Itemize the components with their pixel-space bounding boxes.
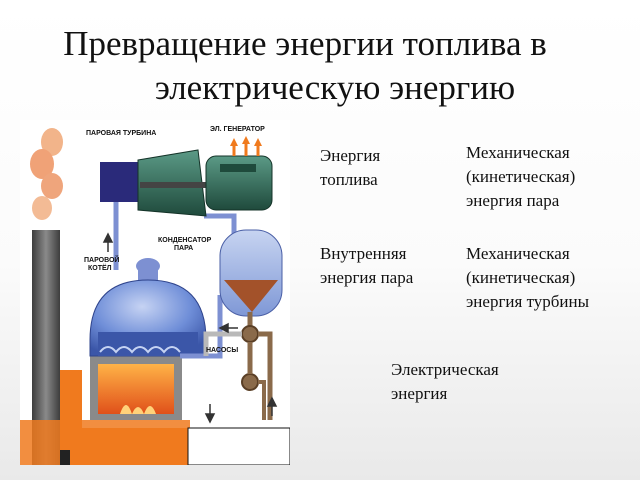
label-pumps: НАСОСЫ — [206, 347, 238, 354]
arrow-up-icon — [230, 136, 262, 146]
energy-turbine-mechanical-line-3: энергия турбины — [466, 292, 590, 311]
steam-condenser — [219, 229, 283, 330]
energy-steam-internal-line-1: Внутренняя — [320, 244, 407, 263]
title-line-1: Превращение энергии топлива в — [63, 24, 547, 63]
energy-steam-internal-line-2: энергия пара — [320, 268, 414, 287]
return-pipe — [203, 331, 242, 356]
smoke-plume — [30, 128, 63, 220]
energy-turbine-mechanical-line-2: (кинетическая) — [466, 268, 576, 287]
furnace-fire — [98, 364, 174, 414]
label-boiler-2: КОТЁЛ — [88, 264, 112, 272]
power-plant-diagram: ПАРОВАЯ ТУРБИНА ЭЛ. ГЕНЕРАТОР КОНДЕНСАТО… — [20, 120, 291, 466]
energy-electric: Электрическая энергия — [391, 358, 499, 406]
page-title: Превращение энергии топлива в электричес… — [0, 22, 640, 110]
energy-turbine-mechanical-line-1: Механическая — [466, 244, 570, 263]
electric-generator — [205, 136, 273, 211]
label-condenser-2: ПАРА — [174, 245, 193, 252]
steam-turbine — [100, 149, 230, 217]
pumps — [241, 325, 273, 420]
energy-steam-internal: Внутренняя энергия пара — [320, 242, 413, 290]
label-condenser-1: КОНДЕНСАТОР — [158, 237, 212, 244]
flow-arrows — [102, 232, 278, 424]
title-line-2: электрическую энергию — [154, 68, 516, 107]
energy-steam-mechanical: Механическая (кинетическая) энергия пара — [466, 141, 575, 213]
power-plant-illustration: ПАРОВАЯ ТУРБИНА ЭЛ. ГЕНЕРАТОР КОНДЕНСАТО… — [20, 120, 291, 466]
energy-electric-line-2: энергия — [391, 384, 448, 403]
steam-boiler — [89, 258, 207, 357]
energy-steam-mechanical-line-2: (кинетическая) — [466, 167, 576, 186]
label-steam-turbine: ПАРОВАЯ ТУРБИНА — [86, 130, 156, 137]
energy-fuel-line-2: топлива — [320, 170, 378, 189]
energy-steam-mechanical-line-1: Механическая — [466, 143, 570, 162]
label-generator: ЭЛ. ГЕНЕРАТОР — [210, 126, 265, 133]
energy-electric-line-1: Электрическая — [391, 360, 499, 379]
energy-steam-mechanical-line-3: энергия пара — [466, 191, 560, 210]
energy-fuel-line-1: Энергия — [320, 146, 381, 165]
flame-icon — [120, 405, 156, 414]
label-boiler-1: ПАРОВОЙ — [84, 255, 119, 264]
energy-fuel: Энергия топлива — [320, 144, 380, 192]
energy-turbine-mechanical: Механическая (кинетическая) энергия турб… — [466, 242, 589, 314]
